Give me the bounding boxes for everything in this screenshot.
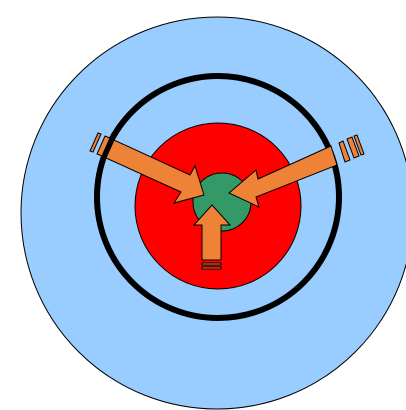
- bottom-arrow-tail-stripe-2: [202, 267, 221, 269]
- bottom-arrow-tail-stripe-1: [202, 263, 221, 265]
